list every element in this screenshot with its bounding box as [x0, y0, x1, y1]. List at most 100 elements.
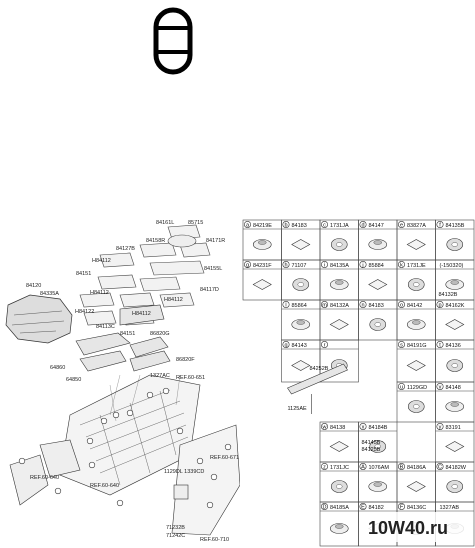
- cell-letter-circle: [436, 341, 444, 349]
- cell-letter-circle: [282, 341, 290, 349]
- cell-letter: D: [323, 504, 327, 510]
- cell-letter-circle: [282, 220, 290, 229]
- label-H84112-b: H84112: [90, 290, 109, 296]
- part-grommet-hole: [374, 444, 381, 449]
- cell-part-code: 71107: [292, 263, 307, 269]
- cell-letter: y: [439, 424, 442, 430]
- cell-letter: f: [439, 222, 441, 228]
- cell-part-code: 85884: [369, 263, 384, 269]
- part-pad: [329, 319, 349, 330]
- label-ref-60-640-b: REF.60-640: [90, 483, 119, 489]
- part-pad: [329, 441, 349, 452]
- part-grommet-hole: [413, 404, 420, 409]
- cell-letter: c: [323, 222, 326, 228]
- label-ref-60-640-a: REF.60-640: [30, 475, 59, 481]
- label-ref-60-651: REF.60-651: [176, 375, 205, 381]
- cell-letter: E: [361, 504, 365, 510]
- cell-letter-circle: [321, 260, 329, 268]
- label-1125AE: 1125AE: [288, 406, 307, 412]
- cell-part-code: 1731JC: [330, 465, 349, 471]
- part-grommet-hole: [451, 242, 458, 247]
- cell-letter-circle: [436, 220, 444, 229]
- cell-letter: b: [284, 222, 287, 228]
- part-pad: [252, 279, 272, 290]
- cell-letter: C: [438, 464, 442, 470]
- cell-letter-circle: [321, 423, 329, 431]
- part-pad: [406, 360, 426, 371]
- part-bracket: [287, 363, 348, 395]
- cell-part-code: 84183: [369, 303, 384, 309]
- part-pad: [291, 239, 311, 250]
- part-plug-top: [450, 402, 459, 407]
- label-84252B: 84252B: [310, 366, 329, 372]
- cell-letter-circle: [359, 423, 367, 431]
- part-plug-top: [373, 482, 382, 487]
- part-grommet-hole: [297, 282, 304, 287]
- cell-letter: d: [361, 222, 364, 228]
- cell-part-code: 1731JE: [407, 263, 426, 269]
- watermark-text: 10W40.ru: [368, 518, 448, 538]
- label-84151-b: 84151: [120, 331, 135, 337]
- cell-letter: z: [323, 464, 326, 470]
- cell-part-code: 84231F: [253, 263, 272, 269]
- cell-letter: e: [400, 222, 403, 228]
- label-71242C: 71242C: [166, 533, 185, 539]
- label-86820G: 86820G: [150, 331, 170, 337]
- label-H84112-d: H84112: [164, 297, 183, 303]
- cell-letter: q: [284, 342, 287, 348]
- cell-letter-circle: [244, 260, 252, 268]
- label-64860: 64860: [50, 365, 65, 371]
- label-86820F: 86820F: [176, 357, 195, 363]
- label-1129DL: 1129DL 1339CD: [164, 469, 204, 475]
- cell-part-code: 84135A: [330, 263, 349, 269]
- cell-letter-circle: [436, 383, 444, 391]
- label-ref-60-671: REF.60-671: [210, 455, 239, 461]
- watermark: 10W40.ru: [360, 512, 470, 542]
- cell-part-code: 1129GD: [407, 385, 427, 391]
- cell-letter-circle: [436, 423, 444, 431]
- part-pad: [445, 319, 465, 330]
- part-grommet-hole: [336, 242, 343, 247]
- part-grommet-hole: [413, 282, 420, 287]
- cell-part-code: 84219E: [253, 223, 272, 229]
- part-pad: [406, 239, 426, 250]
- cell-letter: A: [361, 464, 365, 470]
- cell-letter: p: [438, 302, 441, 308]
- grid-cell-n-84183: n 84183: [359, 301, 387, 331]
- cell-letter: g: [246, 262, 249, 268]
- cell-letter: i: [324, 262, 325, 268]
- part-grommet-hole: [451, 363, 458, 368]
- cell-letter: n: [361, 302, 364, 308]
- cell-letter-circle: [398, 301, 406, 309]
- cell-letter-circle: [398, 383, 406, 391]
- label-H84122: H84122: [75, 309, 94, 315]
- label-84145B: 84145B: [362, 440, 381, 446]
- grid-cell-e-83827A: e 83827A: [398, 220, 426, 250]
- cell-part-code: 84186A: [407, 465, 426, 471]
- grid-cell-x-(-150320): (-150320): [440, 263, 465, 290]
- label-84127B: 84127B: [116, 246, 135, 252]
- cell-letter-circle: [282, 301, 290, 309]
- part-grommet-hole: [451, 484, 458, 489]
- grid-cell-i-84135A: i 84135A: [321, 260, 349, 290]
- cell-letter-circle: [359, 260, 367, 268]
- grid-cell-z-1731JC: z 1731JC: [321, 463, 349, 493]
- cell-letter: m: [322, 302, 327, 308]
- part-grommet-hole: [374, 322, 381, 327]
- cell-letter-circle: [321, 301, 329, 309]
- cell-letter-circle: [359, 502, 367, 510]
- part-pad: [368, 279, 388, 290]
- cell-part-code: 83827A: [407, 223, 426, 229]
- cell-letter-circle: [398, 502, 406, 510]
